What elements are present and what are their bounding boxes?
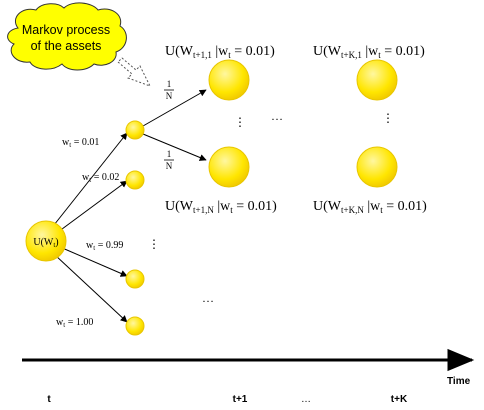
callout-cloud-shape <box>7 2 127 71</box>
root-node-label: U(Wt) <box>33 237 58 249</box>
prob-down-num: 1 <box>167 149 172 159</box>
root-node: U(Wt) <box>25 220 67 262</box>
time-axis-label: Time <box>447 376 471 387</box>
node-tK-N <box>356 146 398 188</box>
branch-lines <box>53 132 128 323</box>
markov-callout: Markov process of the assets <box>7 2 152 87</box>
prob-down: 1 N <box>164 149 174 171</box>
node-t1-1 <box>208 59 250 101</box>
middle-horizontal-ellipsis: … <box>271 109 283 123</box>
utility-labels: U(Wt+1,1 |wt = 0.01) U(Wt+K,1 |wt = 0.01… <box>165 44 427 215</box>
transition-line-up <box>142 89 207 127</box>
time-tick-ellipsis: … <box>301 394 311 405</box>
time-tick-t: t <box>47 394 51 405</box>
branch-label-3: wt = 0.99 <box>86 240 123 252</box>
node-t1-N <box>208 146 250 188</box>
first-level-vertical-ellipsis: ⋮ <box>148 237 160 251</box>
node-w-0.99 <box>125 269 145 289</box>
transition-line-down <box>142 133 207 161</box>
callout-line-2: of the assets <box>31 39 102 53</box>
root-node-circle <box>25 220 67 262</box>
branch-label-1: wt = 0.01 <box>62 137 99 149</box>
time-tick-t1: t+1 <box>233 394 248 405</box>
utility-label-tK-N: U(Wt+K,N |wt = 0.01) <box>313 199 427 215</box>
branch-line-4 <box>54 254 128 323</box>
node-tK-1 <box>356 59 398 101</box>
prob-up-den: N <box>166 91 173 101</box>
transition-probabilities: 1 N 1 N <box>164 79 174 171</box>
branch-label-2: wt = 0.02 <box>82 172 119 184</box>
prob-down-den: N <box>166 161 173 171</box>
transition-lines <box>142 89 207 161</box>
utility-label-tK-1: U(Wt+K,1 |wt = 0.01) <box>313 44 425 60</box>
prob-up-num: 1 <box>167 79 172 89</box>
prob-up: 1 N <box>164 79 174 101</box>
t1-vertical-ellipsis: ⋮ <box>234 115 246 129</box>
callout-pointer-arrow <box>117 57 152 87</box>
second-level-nodes <box>208 59 398 188</box>
node-w-1.00 <box>125 316 145 336</box>
node-w-0.01 <box>125 120 145 140</box>
callout-line-1: Markov process <box>22 23 110 37</box>
branch-line-1 <box>53 132 128 226</box>
branch-labels: wt = 0.01 wt = 0.02 wt = 0.99 wt = 1.00 <box>56 137 123 329</box>
utility-label-t1-1: U(Wt+1,1 |wt = 0.01) <box>165 44 275 60</box>
node-w-0.02 <box>125 170 145 190</box>
branch-line-2 <box>57 180 128 233</box>
utility-label-t1-N: U(Wt+1,N |wt = 0.01) <box>165 199 277 215</box>
branch-label-4: wt = 1.00 <box>56 317 93 329</box>
lower-horizontal-ellipsis: … <box>202 291 214 305</box>
timeline: Time t t+1 … t+K <box>22 348 475 405</box>
branch-line-3 <box>59 246 128 277</box>
time-tick-tK: t+K <box>391 394 408 405</box>
tK-vertical-ellipsis: ⋮ <box>382 111 394 125</box>
first-level-nodes <box>125 120 145 336</box>
